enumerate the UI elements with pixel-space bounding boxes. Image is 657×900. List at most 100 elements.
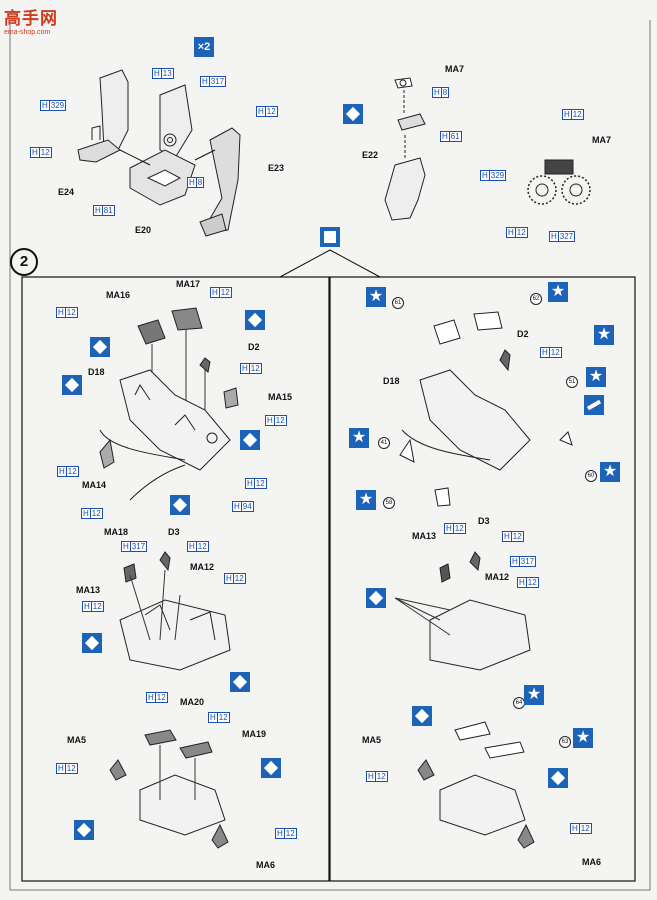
logo-url: ema-shop.com — [4, 29, 51, 36]
ref-prefix: H — [202, 77, 210, 86]
diamond-icon — [90, 337, 110, 357]
part-ma16: MA16 — [106, 290, 131, 300]
part-ma7: MA7 — [592, 135, 612, 145]
ref-value: 12 — [218, 713, 228, 722]
part-ma13: MA13 — [76, 585, 101, 595]
ref-prefix: H — [267, 416, 275, 425]
part-ma7: MA7 — [445, 64, 465, 74]
diamond-icon — [82, 633, 102, 653]
part-ma6: MA6 — [256, 860, 276, 870]
star-icon: ★ — [349, 428, 369, 448]
ref-prefix: H — [58, 308, 66, 317]
ref-prefix: H — [58, 764, 66, 773]
diamond-icon — [245, 310, 265, 330]
ref-value: 12 — [255, 479, 265, 488]
ref-value: 12 — [285, 829, 295, 838]
ref-prefix: H — [148, 693, 156, 702]
ref-prefix: H — [551, 232, 559, 241]
ref-value: 12 — [92, 602, 102, 611]
ref-prefix: H — [258, 107, 266, 116]
ref-prefix: H — [504, 532, 512, 541]
ref-prefix: H — [442, 132, 450, 141]
part-e22: E22 — [362, 150, 379, 160]
ref-value: 12 — [376, 772, 386, 781]
ref-value: 12 — [275, 416, 285, 425]
ref-value: 12 — [66, 308, 76, 317]
callout-61: 61 — [392, 297, 404, 309]
part-ma15: MA15 — [268, 392, 293, 402]
ref-value: 94 — [242, 502, 252, 511]
diamond-icon — [261, 758, 281, 778]
ref-prefix: H — [247, 479, 255, 488]
ref-value: 12 — [266, 107, 276, 116]
star-icon: ★ — [586, 367, 606, 387]
ref-value: 317 — [210, 77, 225, 86]
ref-value: 12 — [67, 467, 77, 476]
ref-value: 12 — [234, 574, 244, 583]
diamond-icon — [230, 672, 250, 692]
diamond-icon — [240, 430, 260, 450]
callout-60: 60 — [585, 470, 597, 482]
ref-prefix: H — [226, 574, 234, 583]
ref-prefix: H — [123, 542, 131, 551]
ref-prefix: H — [508, 228, 516, 237]
ref-value: 12 — [512, 532, 522, 541]
logo-text: 高手网 — [4, 9, 58, 28]
diamond-icon — [548, 768, 568, 788]
ref-value: 12 — [220, 288, 230, 297]
ref-value: 12 — [580, 824, 590, 833]
star-icon: ★ — [366, 287, 386, 307]
ref-prefix: H — [572, 824, 580, 833]
ref-prefix: H — [212, 288, 220, 297]
ref-prefix: H — [84, 602, 92, 611]
part-d18: D18 — [383, 376, 400, 386]
callout-51: 51 — [566, 376, 578, 388]
ref-prefix: H — [542, 348, 550, 357]
part-ma6: MA6 — [582, 857, 602, 867]
callout-62: 62 — [530, 293, 542, 305]
step-number: 2 — [10, 248, 38, 276]
ref-value: 12 — [250, 364, 260, 373]
ref-value: 61 — [450, 132, 460, 141]
part-ma12: MA12 — [485, 572, 510, 582]
ref-value: 12 — [156, 693, 166, 702]
part-e24: E24 — [58, 187, 75, 197]
diamond-icon — [62, 375, 82, 395]
ref-prefix: H — [95, 206, 103, 215]
ref-prefix: H — [154, 69, 162, 78]
ref-prefix: H — [42, 101, 50, 110]
panel-right-frame — [329, 276, 636, 882]
ref-prefix: H — [189, 178, 197, 187]
part-ma14: MA14 — [82, 480, 107, 490]
ref-value: 12 — [40, 148, 50, 157]
ref-prefix: H — [446, 524, 454, 533]
part-ma5: MA5 — [67, 735, 87, 745]
ref-value: 12 — [550, 348, 560, 357]
ref-prefix: H — [519, 578, 527, 587]
ref-prefix: H — [368, 772, 376, 781]
ref-prefix: H — [482, 171, 490, 180]
part-e20: E20 — [135, 225, 152, 235]
ref-value: 12 — [66, 764, 76, 773]
